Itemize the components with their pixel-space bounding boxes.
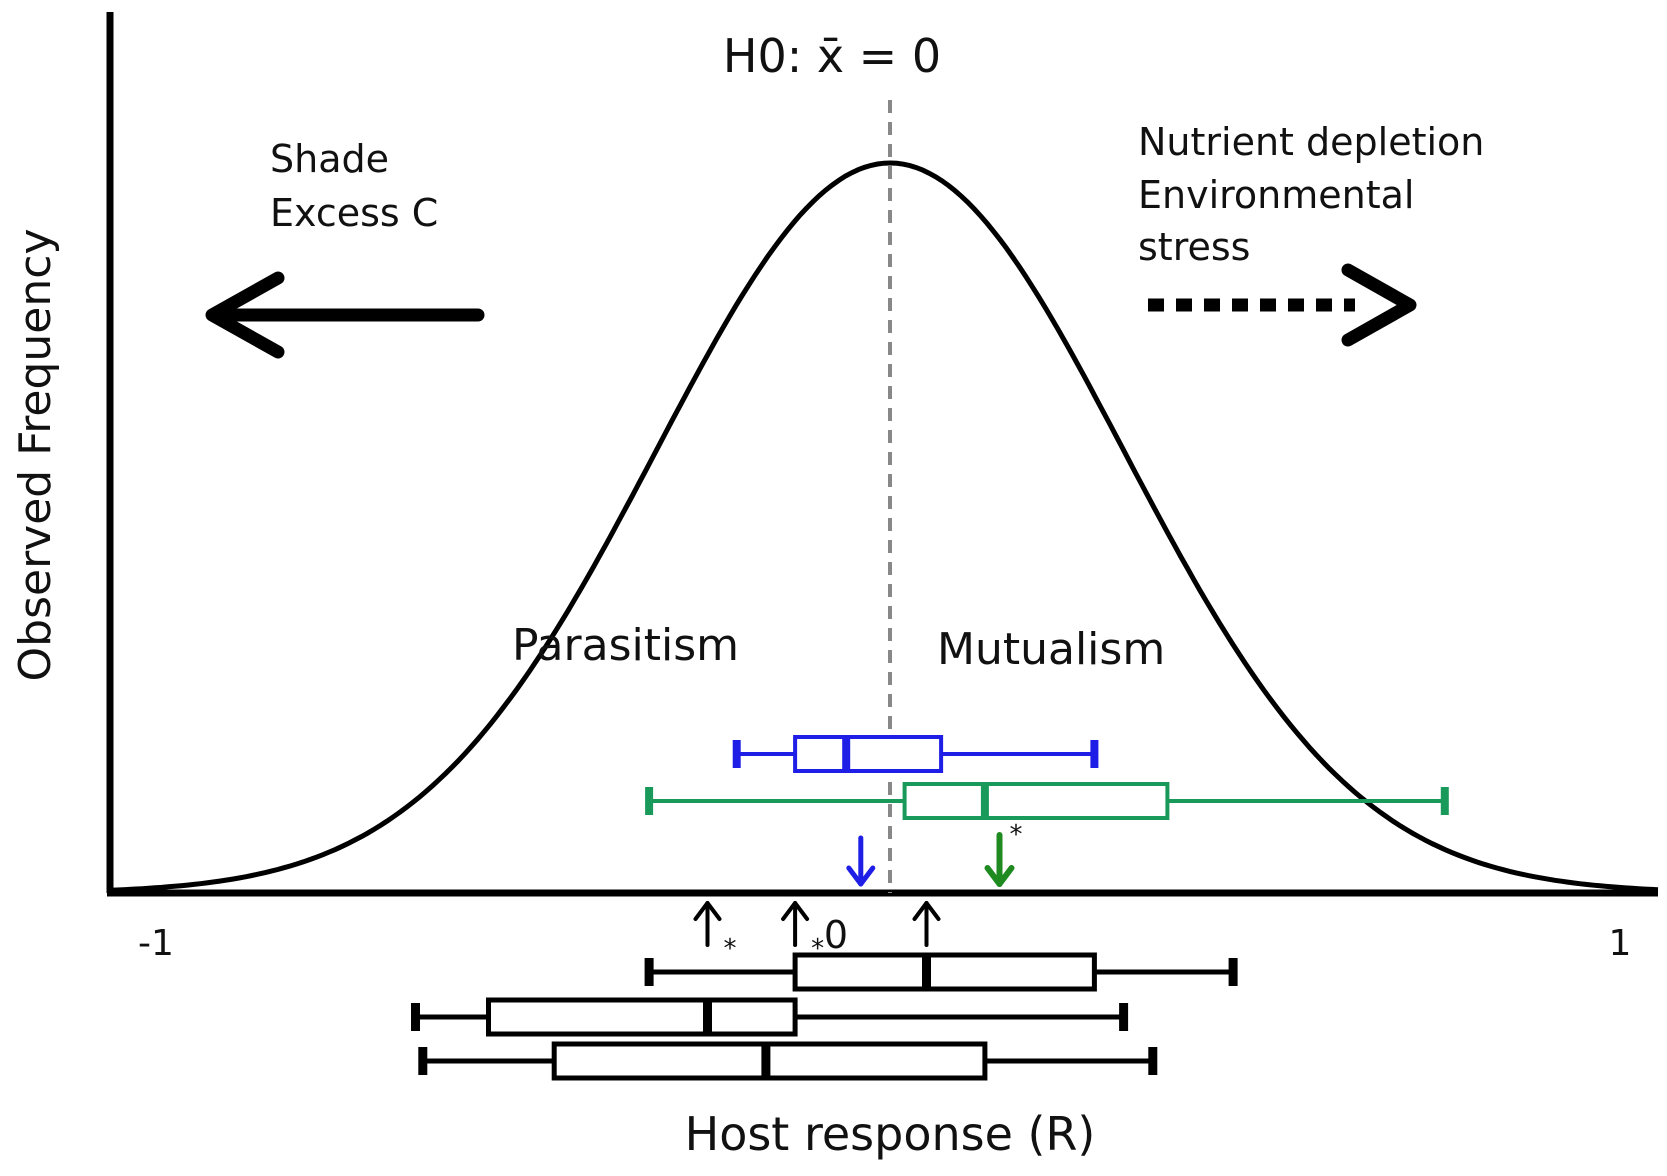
- hypothesis-label: H0: x̄ = 0: [723, 29, 941, 83]
- frequency-curve: [109, 160, 1659, 893]
- arrow-head: [984, 865, 1015, 887]
- arrow-head: [693, 901, 722, 921]
- boxplot-box: [793, 735, 944, 773]
- arrow-head: [912, 901, 941, 921]
- left-arrow-icon: [205, 271, 485, 359]
- tick-label-minus-one: -1: [138, 923, 174, 964]
- significance-star-green: *: [1010, 820, 1023, 850]
- black-mean-arrow-icon-2: [693, 901, 722, 947]
- mean-arrows: ***: [693, 820, 1023, 964]
- right-driver-line-1: Nutrient depletion: [1138, 120, 1484, 164]
- boxplot-box: [792, 952, 1097, 992]
- boxplot-box: [902, 782, 1170, 820]
- right-driver-line-3: stress: [1138, 225, 1250, 269]
- blue-mean-arrow-icon: [846, 835, 876, 887]
- black-mean-arrow-icon-1: [912, 901, 941, 947]
- boxplot-lower-3: [418, 1041, 1158, 1081]
- parasitism-label: Parasitism: [512, 620, 739, 671]
- tick-label-one: 1: [1609, 923, 1632, 964]
- upper-boxplots: [645, 735, 1449, 820]
- tick-label-zero: 0: [824, 913, 848, 957]
- boxplot-lower-1: [644, 952, 1238, 992]
- boxplot-upper-2: [645, 782, 1449, 820]
- left-driver-line-1: Shade: [270, 137, 389, 181]
- boxplot-lower-2: [411, 997, 1129, 1037]
- green-mean-arrow-icon: [984, 832, 1015, 887]
- right-dotted-arrow-icon: [1148, 263, 1417, 347]
- arrow-head: [846, 865, 876, 887]
- boxplot-upper-1: [732, 735, 1099, 773]
- boxplot-box: [486, 997, 798, 1037]
- lower-boxplots: [411, 952, 1238, 1081]
- arrow-head: [781, 901, 810, 921]
- right-driver-line-2: Environmental: [1138, 173, 1414, 217]
- left-driver-line-2: Excess C: [270, 191, 438, 235]
- mutualism-label: Mutualism: [937, 624, 1165, 675]
- black-mean-arrow-icon-3: [781, 901, 810, 947]
- significance-star-black-2: *: [724, 934, 737, 964]
- y-axis-label: Observed Frequency: [10, 229, 61, 682]
- x-axis-label: Host response (R): [685, 1107, 1096, 1161]
